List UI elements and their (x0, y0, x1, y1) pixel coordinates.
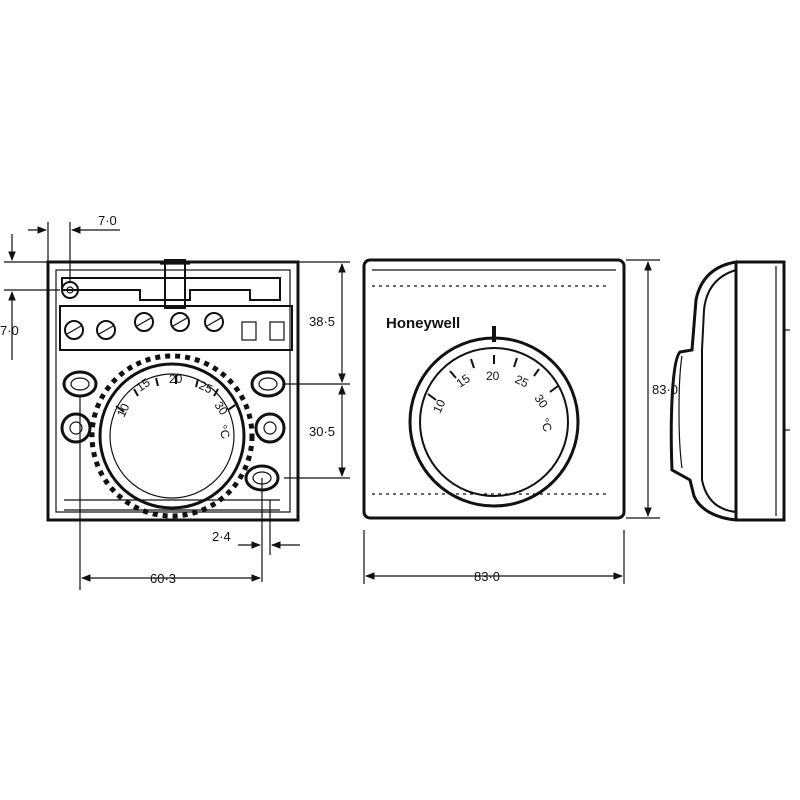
front-scale-25: 25 (513, 372, 531, 390)
left-scale-10: 10 (114, 401, 132, 419)
backplate-outline (46, 260, 300, 522)
front-dial: 10 15 20 25 30 °C (408, 336, 580, 508)
dim-base-width: 60·3 (150, 571, 176, 586)
front-scale-10: 10 (430, 397, 448, 415)
center-post (164, 259, 186, 309)
left-scale-20: 20 (169, 372, 183, 386)
side-back-plate (736, 260, 786, 522)
front-dimensions: 83·0 83·0 (363, 259, 678, 584)
dim-left-offset: 7·0 (0, 323, 19, 338)
left-scale-30: 30 (212, 399, 231, 418)
side-cover-profile (669, 260, 738, 522)
front-scale-30: 30 (532, 392, 551, 411)
dim-front-width: 83·0 (474, 569, 500, 584)
mounting-holes (60, 370, 286, 492)
left-dial: 10 15 20 25 30 °C (89, 353, 255, 519)
left-scale-unit: °C (215, 423, 233, 441)
terminal-screws (64, 312, 285, 341)
dim-top-offset: 7·0 (98, 213, 117, 228)
dim-hole-offset: 2·4 (212, 529, 231, 544)
setpoint-marker (492, 326, 496, 342)
bracket (61, 277, 281, 301)
dim-lower-height: 30·5 (309, 424, 335, 439)
brand-logo: Honeywell (386, 315, 460, 332)
front-view: Honeywell 10 15 20 25 30 °C (362, 258, 626, 520)
backplate-view: 10 15 20 25 30 °C (46, 259, 300, 522)
terminal-block (59, 305, 293, 351)
left-dimensions: 7·0 7·0 38·5 30·5 2·4 60·3 (0, 213, 350, 590)
front-scale-unit: °C (537, 416, 555, 434)
front-scale-20: 20 (486, 369, 500, 383)
left-scale-25: 25 (197, 378, 215, 396)
front-scale-15: 15 (454, 371, 473, 390)
dim-upper-height: 38·5 (309, 314, 335, 329)
front-cover-outline (362, 258, 626, 520)
side-view (669, 260, 790, 522)
